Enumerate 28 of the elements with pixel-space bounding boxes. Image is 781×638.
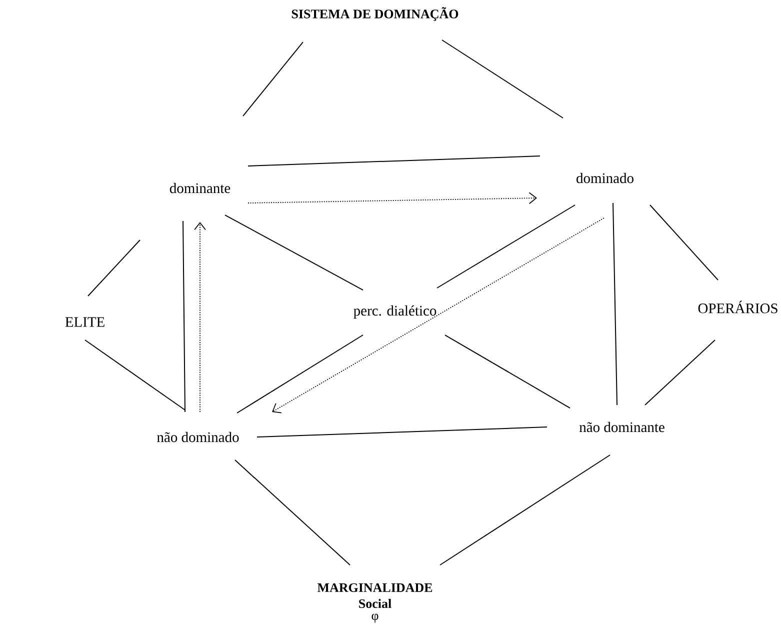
connector-line [256, 426, 548, 438]
dotted-arrow [194, 222, 206, 412]
connector-line [234, 460, 350, 566]
connector-line [248, 156, 540, 166]
connector-line [224, 214, 364, 290]
connector-line [236, 334, 364, 414]
concept-label: dominado [576, 172, 634, 184]
connector-line [436, 204, 576, 288]
heading-text: MARGINALIDADE Social φ [317, 583, 432, 623]
connector-line [182, 220, 186, 412]
connector-line [440, 454, 610, 566]
connector-line [88, 240, 140, 296]
connector-line [442, 40, 564, 118]
concept-label: não dominante [579, 422, 664, 432]
concept-label: dominante [170, 182, 230, 194]
concept-label: OPERÁRIOS [698, 300, 778, 314]
connector-line [242, 42, 304, 116]
concept-label: perc. dialético [354, 305, 436, 319]
connector-line [612, 202, 618, 406]
connector-line [84, 340, 186, 410]
dotted-arrow [272, 218, 604, 414]
concept-label: ELITE [65, 317, 104, 327]
connector-line [644, 340, 716, 406]
connector-line [650, 204, 718, 280]
concept-label: não dominado [157, 432, 239, 442]
dotted-arrow [248, 192, 537, 204]
connector-line [444, 334, 570, 408]
heading-text: SISTEMA DE DOMINAÇÃO [292, 7, 458, 21]
